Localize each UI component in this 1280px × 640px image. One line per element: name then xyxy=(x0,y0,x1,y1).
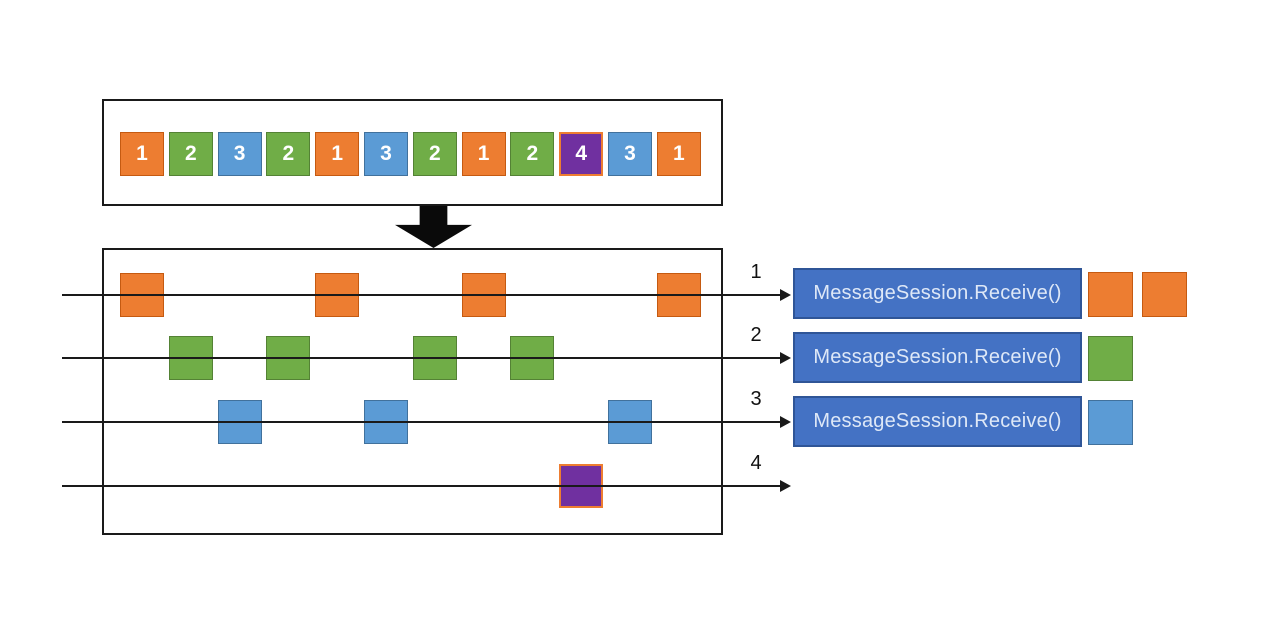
sequence-square-1: 1 xyxy=(315,132,360,176)
sequence-square-3: 3 xyxy=(364,132,408,176)
sequence-box xyxy=(102,99,723,206)
received-message-square xyxy=(1088,336,1133,381)
sequence-square-2: 2 xyxy=(168,132,213,176)
lane-2-label: 2 xyxy=(750,324,762,346)
sequence-square-2: 2 xyxy=(510,132,555,176)
sequence-square-2: 2 xyxy=(266,132,311,176)
received-message-square xyxy=(1088,272,1133,317)
sequence-square-3: 3 xyxy=(608,132,652,176)
sequence-square-1: 1 xyxy=(461,132,506,176)
lane-2-timeline xyxy=(62,357,781,359)
sequence-square-2: 2 xyxy=(412,132,457,176)
sequence-square-3: 3 xyxy=(217,132,262,176)
lane-1-label: 1 xyxy=(750,261,762,283)
flow-down-arrow-icon xyxy=(395,206,472,248)
lane-4-label: 4 xyxy=(750,452,762,474)
lane-1-timeline xyxy=(62,294,781,296)
message-session-receive-button[interactable]: MessageSession.Receive() xyxy=(793,332,1082,383)
lane-3-timeline xyxy=(62,421,781,423)
lane-4-timeline xyxy=(62,485,781,487)
sequence-square-1: 1 xyxy=(656,132,701,176)
lane-1-arrowhead-icon xyxy=(780,289,791,301)
received-message-square xyxy=(1088,400,1133,445)
message-session-receive-button[interactable]: MessageSession.Receive() xyxy=(793,396,1082,447)
lane-3-label: 3 xyxy=(750,388,762,410)
lane-2-arrowhead-icon xyxy=(780,352,791,364)
lane-3-arrowhead-icon xyxy=(780,416,791,428)
received-message-square xyxy=(1142,272,1187,317)
lanes-box xyxy=(102,248,723,535)
sequence-square-1: 1 xyxy=(120,132,164,176)
lane-4-arrowhead-icon xyxy=(780,480,791,492)
sequence-square-4: 4 xyxy=(559,132,604,176)
message-session-receive-button[interactable]: MessageSession.Receive() xyxy=(793,268,1082,319)
